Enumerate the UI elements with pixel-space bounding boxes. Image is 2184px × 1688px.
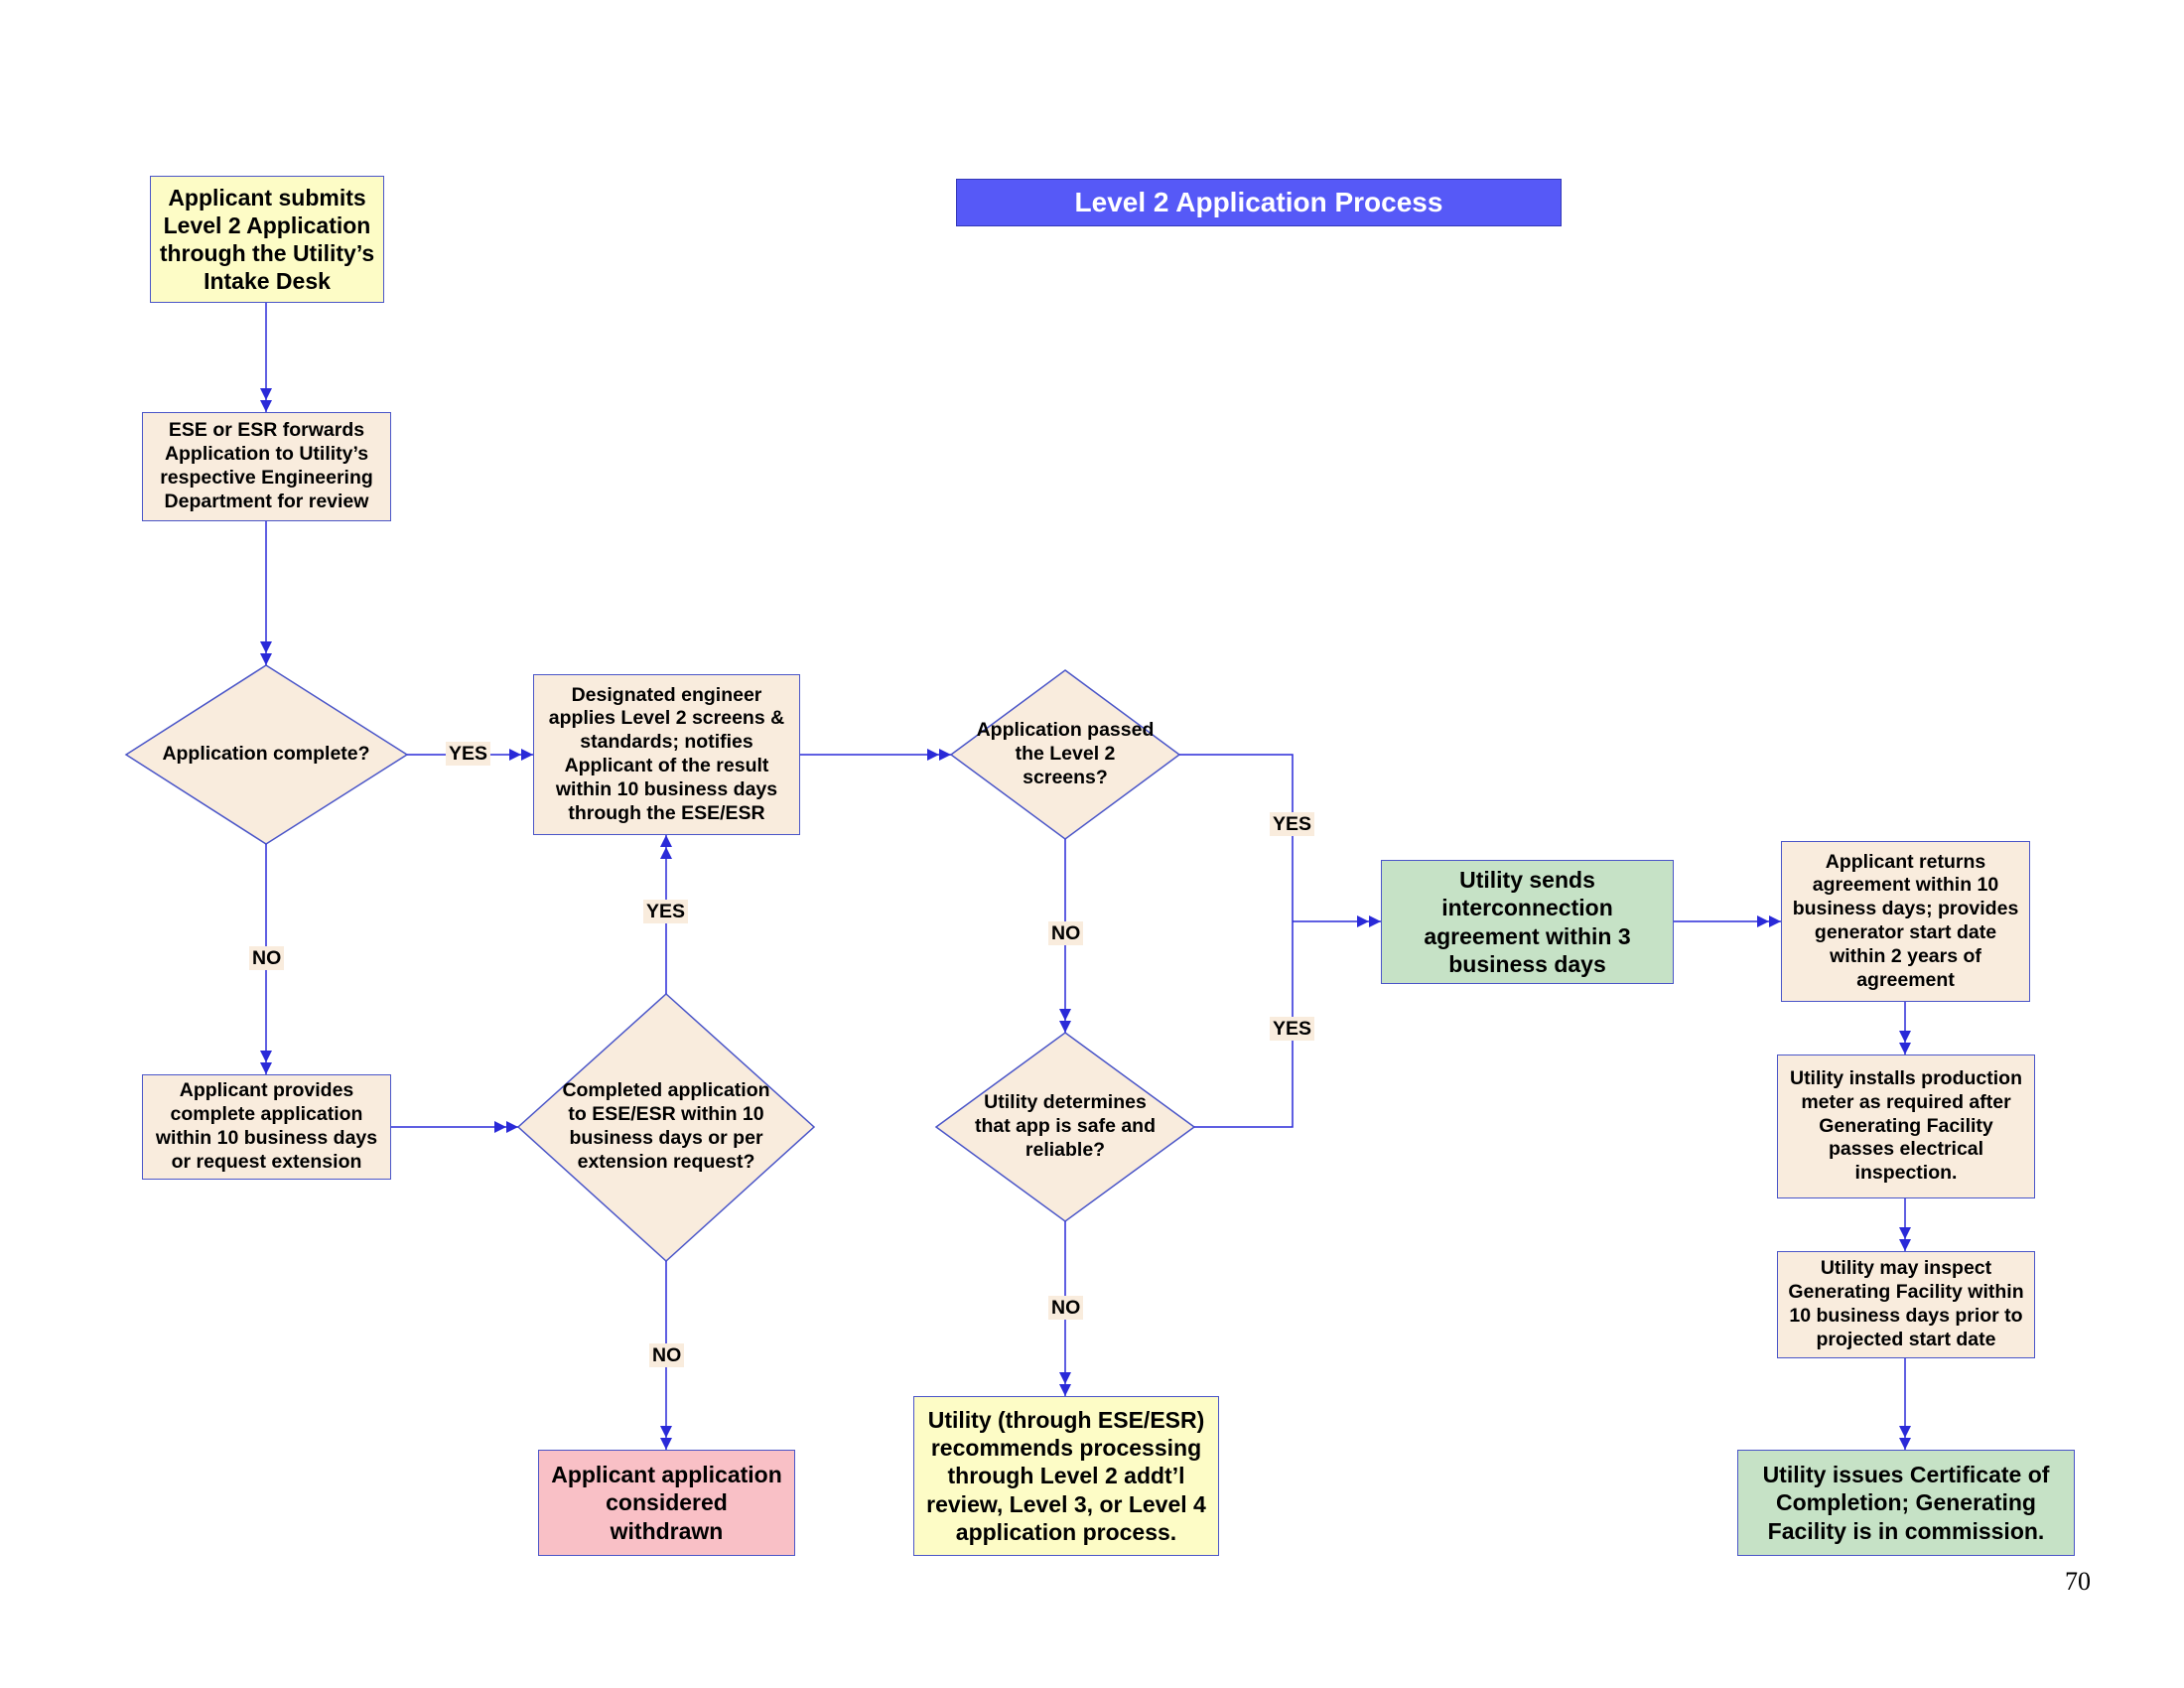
page-number: 70 xyxy=(2065,1567,2091,1596)
box-certificate-of-completion: Utility issues Certificate of Completion… xyxy=(1737,1450,2075,1556)
label-application-complete: Application complete? xyxy=(162,743,370,766)
box-designated-engineer: Designated engineer applies Level 2 scre… xyxy=(533,674,800,835)
label-completed-application: Completed application to ESE/ESR within … xyxy=(562,1079,770,1173)
box-utility-sends-agreement: Utility sends interconnection agreement … xyxy=(1381,860,1674,984)
box-utility-may-inspect: Utility may inspect Generating Facility … xyxy=(1777,1251,2035,1358)
box-applicant-returns: Applicant returns agreement within 10 bu… xyxy=(1781,841,2030,1002)
box-ese-esr-forwards: ESE or ESR forwards Application to Utili… xyxy=(142,412,391,521)
tag-yes-safe: YES xyxy=(1270,1017,1315,1041)
box-applicant-provides: Applicant provides complete application … xyxy=(142,1074,391,1180)
tag-yes-passed: YES xyxy=(1270,812,1315,836)
page-title: Level 2 Application Process xyxy=(956,179,1562,226)
box-utility-recommends: Utility (through ESE/ESR) recommends pro… xyxy=(913,1396,1219,1556)
tag-no-safe: NO xyxy=(1048,1296,1084,1320)
box-application-withdrawn: Applicant application considered withdra… xyxy=(538,1450,795,1556)
box-utility-installs-meter: Utility installs production meter as req… xyxy=(1777,1055,2035,1198)
tag-yes-complete: YES xyxy=(446,742,491,766)
tag-no-complete: NO xyxy=(249,946,285,970)
line-passed-yes xyxy=(1179,754,1294,921)
tag-no-passed: NO xyxy=(1048,921,1084,945)
label-passed-screens: Application passed the Level 2 screens? xyxy=(976,719,1155,788)
label-safe-reliable: Utility determines that app is safe and … xyxy=(974,1091,1157,1161)
tag-yes-completed: YES xyxy=(643,900,689,923)
line-safe-yes xyxy=(1194,921,1294,1128)
tag-no-completed: NO xyxy=(649,1343,685,1367)
box-applicant-submits: Applicant submits Level 2 Application th… xyxy=(150,176,384,303)
